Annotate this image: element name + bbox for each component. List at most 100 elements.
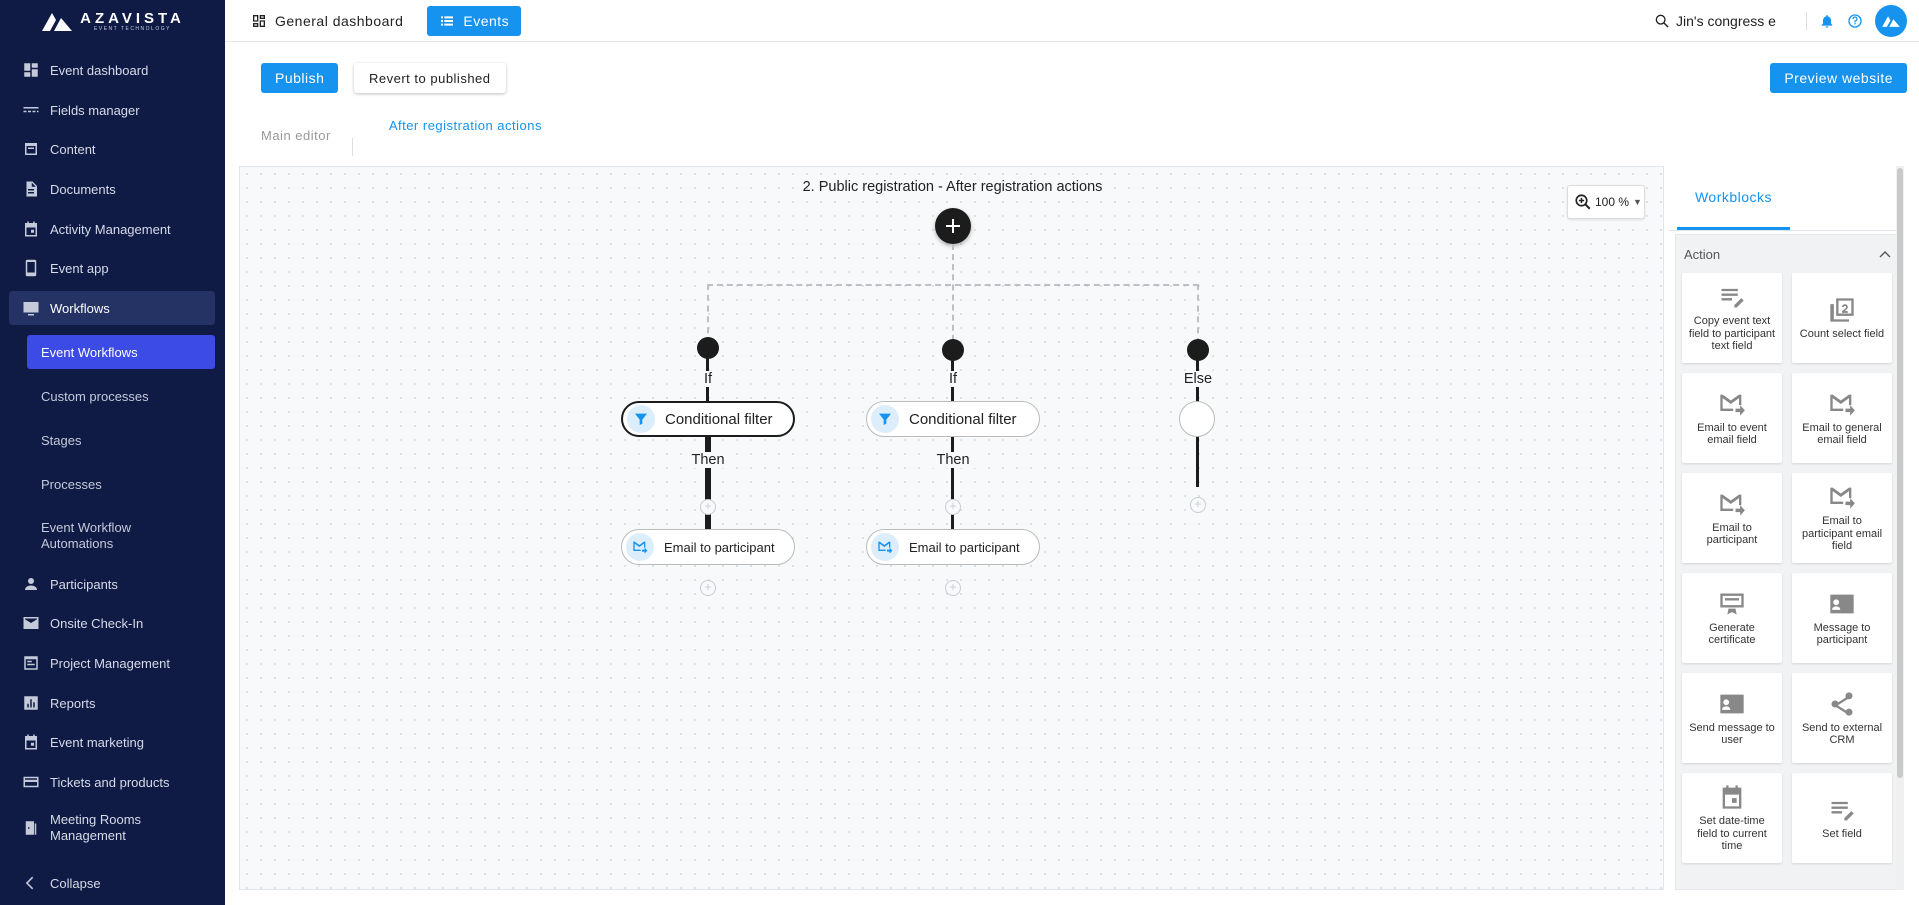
branch-1-start-dot[interactable] [697,337,719,359]
sidebar-item-meeting-rooms-management[interactable]: Meeting Rooms Management [9,806,215,850]
avatar[interactable] [1875,4,1907,37]
sidebar-subitem-stages[interactable]: Stages [27,423,215,457]
workblock-count-select-field[interactable]: Count select field [1792,273,1892,363]
scrollbar-thumb[interactable] [1897,168,1903,778]
contact-card-icon [1830,594,1854,613]
branch-2-start-dot[interactable] [942,339,964,361]
workblock-set-date-time-field[interactable]: Set date-time field to current time [1682,773,1782,863]
sidebar-item-label: Documents [50,181,116,197]
preview-website-button[interactable]: Preview website [1770,63,1907,93]
branch-1-append-step-button[interactable]: + [700,580,716,596]
workblock-email-to-participant-email-field[interactable]: Email to participant email field [1792,473,1892,563]
mail-icon [22,614,40,632]
workblock-copy-event-text-field[interactable]: Copy event text field to participant tex… [1682,273,1782,363]
topbar-divider [1806,11,1807,30]
chart-icon [22,694,40,712]
workblock-send-to-external-crm[interactable]: Send to external CRM [1792,673,1892,763]
branch-3-append-step-button[interactable]: + [1190,497,1206,513]
share-icon [1831,691,1853,716]
workblock-label: Set date-time field to current time [1697,815,1767,853]
branch-2-email-to-participant-node[interactable]: Email to participant [866,529,1040,565]
branch-3-else-node[interactable] [1179,401,1215,437]
sidebar-item-participants[interactable]: Participants [9,567,215,601]
sidebar-subitem-event-workflow-automations[interactable]: Event Workflow Automations [27,514,177,558]
sidebar-item-reports[interactable]: Reports [9,686,215,720]
sidebar-item-documents[interactable]: Documents [9,172,215,206]
email-forward-icon [1830,394,1855,416]
workblock-send-message-to-user[interactable]: Send message to user [1682,673,1782,763]
sidebar-item-event-marketing[interactable]: Event marketing [9,725,215,759]
node-label: Conditional filter [665,410,773,428]
general-dashboard-label: General dashboard [275,12,404,29]
brand-logo[interactable]: AZAVISTA EVENT TECHNOLOGY [0,0,225,42]
sidebar-subitem-event-workflows[interactable]: Event Workflows [27,335,215,369]
sidebar-item-workflows[interactable]: Workflows [9,291,215,325]
tab-workblocks[interactable]: Workblocks [1677,166,1790,230]
email-forward-icon [871,533,899,561]
tab-after-registration-actions[interactable]: After registration actions [373,118,557,172]
sidebar-item-label: Fields manager [50,102,140,118]
node-label: Email to participant [664,539,775,555]
connector-right [1197,284,1199,344]
general-dashboard-button[interactable]: General dashboard [239,6,415,36]
bottom-strip [225,892,1919,905]
sidebar-subitem-processes[interactable]: Processes [27,467,215,501]
branch-1-insert-step-button[interactable]: + [700,499,716,515]
branch-2-insert-step-button[interactable]: + [945,499,961,515]
zoom-select[interactable]: 100 % ▼ [1567,185,1645,219]
sidebar-item-fields-manager[interactable]: Fields manager [9,93,215,127]
branch-3-start-dot[interactable] [1187,339,1209,361]
events-button[interactable]: Events [427,5,522,36]
sidebar-item-event-dashboard[interactable]: Event dashboard [9,53,215,87]
sidebar-subitem-label: Processes [41,476,102,492]
workblock-set-field[interactable]: Set field [1792,773,1892,863]
editor-action-bar: Publish Revert to published Preview webs… [225,42,1919,172]
sidebar-item-label: Event dashboard [50,62,149,78]
revert-to-published-button[interactable]: Revert to published [354,63,506,93]
add-branch-button[interactable] [935,208,971,244]
workblock-label: Email to event email field [1697,421,1767,447]
connector-center [952,244,954,361]
workflow-canvas[interactable]: 2. Public registration - After registrat… [239,166,1664,890]
workblock-label: Email to participant email field [1801,515,1883,553]
branch-2-line [951,359,954,417]
tab-main-editor[interactable]: Main editor [261,128,331,143]
sidebar-item-label: Activity Management [50,221,171,237]
fields-icon [22,101,40,119]
sidebar-item-onsite-check-in[interactable]: Onsite Check-In [9,606,215,640]
workblock-email-to-participant[interactable]: Email to participant [1682,473,1782,563]
top-bar: General dashboard Events Jin's congress … [225,0,1919,42]
action-section-header[interactable]: Action [1676,235,1899,273]
workblocks-list: Action Copy event text field to particip… [1675,234,1900,890]
branch-1-then-line [705,437,711,532]
email-forward-icon [1830,487,1855,509]
publish-button[interactable]: Publish [261,63,339,93]
branch-2-then-line [951,437,954,532]
workblock-label: Email to participant [1706,521,1758,547]
bell-icon[interactable] [1819,13,1835,29]
branch-1-conditional-filter-node[interactable]: Conditional filter [621,401,795,437]
sidebar: AZAVISTA EVENT TECHNOLOGY Event dashboar… [0,0,225,905]
zoom-in-icon [1575,194,1591,210]
workblock-email-to-general-email-field[interactable]: Email to general email field [1792,373,1892,463]
phone-icon [22,259,40,277]
workblock-email-to-event-email-field[interactable]: Email to event email field [1682,373,1782,463]
panel-scrollbar[interactable] [1896,166,1904,890]
sidebar-item-project-management[interactable]: Project Management [9,646,215,680]
sidebar-item-activity-management[interactable]: Activity Management [9,212,215,246]
sidebar-item-event-app[interactable]: Event app [9,251,215,285]
help-icon[interactable] [1847,13,1863,29]
branch-2-conditional-filter-node[interactable]: Conditional filter [866,401,1040,437]
sidebar-item-content[interactable]: Content [9,132,215,166]
sidebar-item-label: Project Management [50,655,170,671]
branch-2-append-step-button[interactable]: + [945,580,961,596]
branch-2-then-label: Then [929,452,977,468]
workblock-label: Send to external CRM [1801,721,1883,747]
workblock-generate-certificate[interactable]: Generate certificate [1682,573,1782,663]
workblock-message-to-participant[interactable]: Message to participant [1792,573,1892,663]
sidebar-subitem-custom-processes[interactable]: Custom processes [27,379,215,413]
sidebar-collapse-button[interactable]: Collapse [9,866,215,900]
event-search[interactable]: Jin's congress e [1654,13,1794,29]
sidebar-item-tickets-and-products[interactable]: Tickets and products [9,765,215,799]
branch-1-email-to-participant-node[interactable]: Email to participant [621,529,795,565]
